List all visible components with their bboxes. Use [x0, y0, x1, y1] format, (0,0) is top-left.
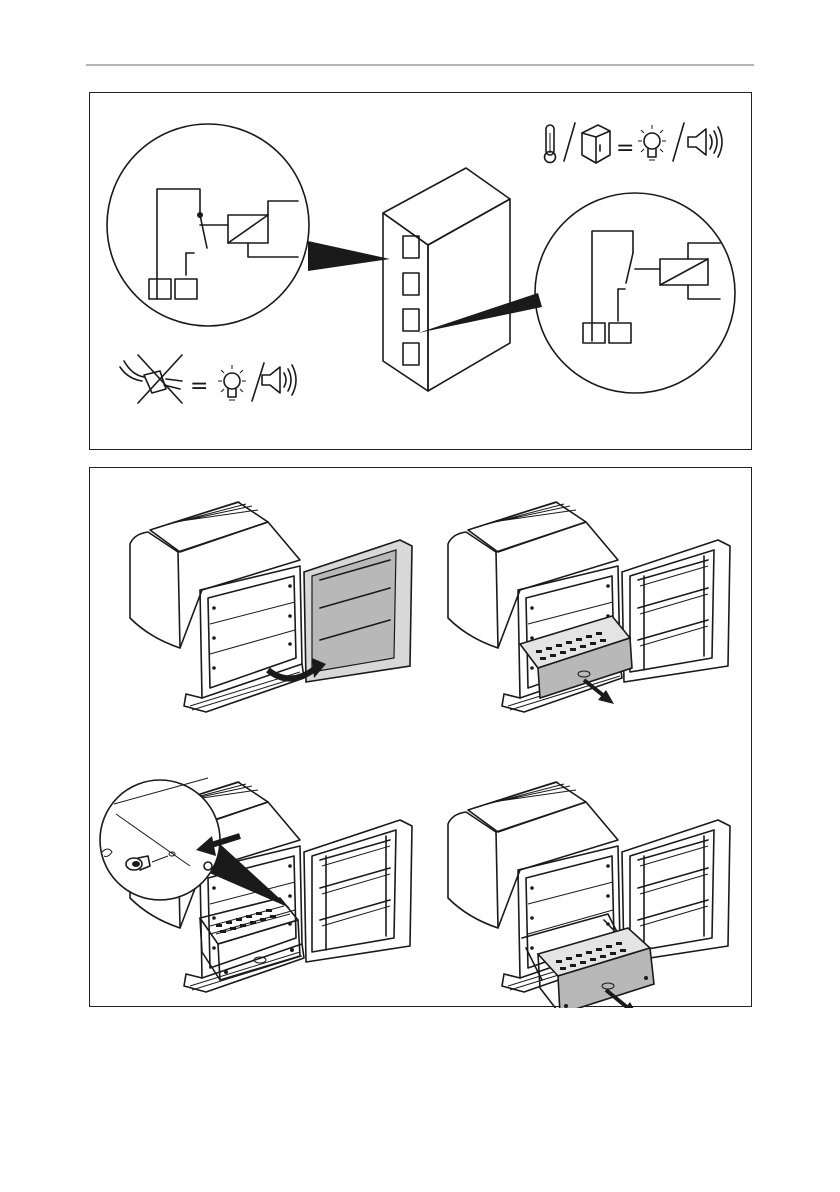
- drawer-extracted-shaded: [522, 914, 654, 1008]
- door-shaded: [304, 540, 412, 682]
- pointer-right: [418, 293, 542, 333]
- drawer-removal-svg: [90, 468, 753, 1008]
- cabinet-rear-view: [383, 168, 510, 391]
- lamp-icon: [218, 365, 246, 400]
- door-open-icon: [582, 125, 610, 163]
- plug-crossed-icon: [120, 355, 182, 403]
- header-rule: [86, 64, 754, 66]
- lamp-icon: [638, 125, 666, 160]
- step-remove-drawer: [448, 782, 730, 1008]
- step-open-door: [130, 502, 412, 712]
- speaker-icon: [688, 127, 722, 157]
- pointer-left: [308, 241, 390, 271]
- stopper-detail-circle: [100, 778, 220, 900]
- equals-sign: =: [190, 374, 208, 399]
- speaker-icon: [262, 365, 296, 395]
- alarm-contact-svg: = =: [90, 93, 753, 451]
- equals-sign: =: [616, 136, 634, 161]
- pull-arrow-icon: [584, 680, 614, 704]
- drawer-removal-figure: [89, 467, 752, 1007]
- relay-detail-left: [107, 124, 309, 326]
- step-pull-drawer: [448, 502, 730, 712]
- legend-temp-door: =: [545, 123, 723, 163]
- alarm-contact-figure: = =: [89, 92, 752, 450]
- legend-power-fail: =: [120, 355, 296, 403]
- thermometer-icon: [545, 125, 556, 163]
- step-remove-stopper: [100, 778, 412, 992]
- relay-detail-right: [535, 193, 735, 393]
